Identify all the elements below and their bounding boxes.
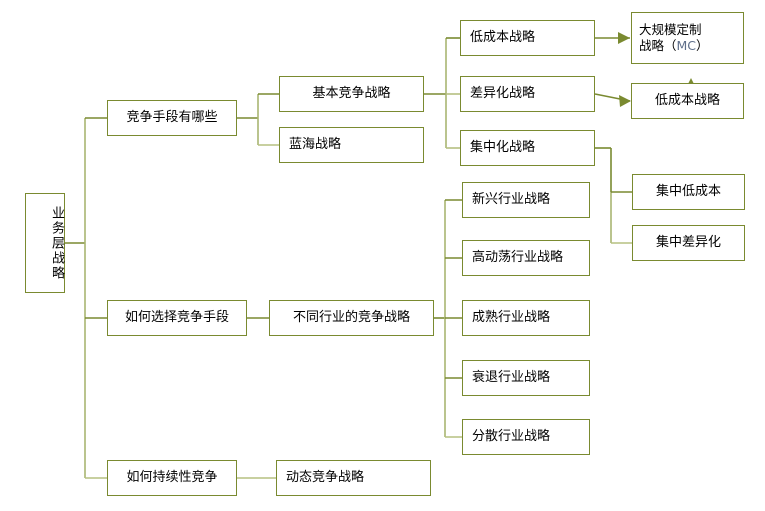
node-l4-focused-differentiation-label: 集中差异化 — [655, 234, 721, 250]
node-l2-basic-competitive-strategy-label: 基本竞争战略 — [312, 85, 391, 101]
node-l4-low-cost-strategy[interactable]: 低成本战略 — [631, 83, 744, 119]
mc-abbreviation: MC — [676, 38, 697, 53]
node-l1-sustained-competition[interactable]: 如何持续性竞争 — [107, 460, 237, 496]
node-l2-dynamic-competition-strategy-label: 动态竞争战略 — [286, 469, 365, 485]
node-l3-fragmented-industry[interactable]: 分散行业战略 — [462, 419, 590, 455]
node-l1-competition-means-label: 竞争手段有哪些 — [126, 109, 218, 125]
node-l3-differentiation-strategy[interactable]: 差异化战略 — [460, 76, 595, 112]
node-l1-competition-means[interactable]: 竞争手段有哪些 — [107, 100, 237, 136]
node-l2-blue-ocean-strategy-label: 蓝海战略 — [289, 136, 342, 152]
node-l4-focused-low-cost[interactable]: 集中低成本 — [632, 174, 745, 210]
node-l3-low-cost-strategy[interactable]: 低成本战略 — [460, 20, 595, 56]
node-l4-mass-customization[interactable]: 大规模定制战略（MC） — [631, 12, 744, 64]
node-root[interactable]: 业务层战略 — [25, 193, 65, 293]
node-l4-mass-customization-label: 大规模定制战略（MC） — [632, 22, 743, 53]
node-l4-low-cost-strategy-label: 低成本战略 — [654, 92, 720, 108]
node-l3-emerging-industry-label: 新兴行业战略 — [472, 191, 551, 207]
node-l2-basic-competitive-strategy[interactable]: 基本竞争战略 — [279, 76, 424, 112]
node-l3-declining-industry-label: 衰退行业战略 — [472, 369, 551, 385]
node-l3-turbulent-industry[interactable]: 高动荡行业战略 — [462, 240, 590, 276]
mc-line-2-suffix: ） — [696, 38, 709, 53]
node-l3-fragmented-industry-label: 分散行业战略 — [472, 428, 551, 444]
node-l3-differentiation-strategy-label: 差异化战略 — [470, 85, 536, 101]
node-l3-declining-industry[interactable]: 衰退行业战略 — [462, 360, 590, 396]
mc-line-1: 大规模定制 — [639, 22, 702, 38]
node-l3-turbulent-industry-label: 高动荡行业战略 — [472, 249, 564, 265]
node-l3-focus-strategy[interactable]: 集中化战略 — [460, 130, 595, 166]
node-l3-emerging-industry[interactable]: 新兴行业战略 — [462, 182, 590, 218]
node-l2-blue-ocean-strategy[interactable]: 蓝海战略 — [279, 127, 424, 163]
node-l2-industry-competitive-strategy-label: 不同行业的竞争战略 — [292, 309, 410, 325]
node-l4-focused-differentiation[interactable]: 集中差异化 — [632, 225, 745, 261]
node-l3-focus-strategy-label: 集中化战略 — [470, 139, 536, 155]
node-l3-low-cost-strategy-label: 低成本战略 — [470, 29, 536, 45]
node-l1-how-to-choose-label: 如何选择竞争手段 — [124, 309, 229, 325]
node-l4-focused-low-cost-label: 集中低成本 — [655, 183, 721, 199]
node-root-label: 业务层战略 — [49, 205, 64, 281]
node-l3-mature-industry[interactable]: 成熟行业战略 — [462, 300, 590, 336]
mc-line-2-prefix: 战略（ — [639, 38, 677, 53]
node-l1-how-to-choose[interactable]: 如何选择竞争手段 — [107, 300, 247, 336]
node-l1-sustained-competition-label: 如何持续性竞争 — [126, 469, 218, 485]
node-l2-industry-competitive-strategy[interactable]: 不同行业的竞争战略 — [269, 300, 434, 336]
node-l2-dynamic-competition-strategy[interactable]: 动态竞争战略 — [276, 460, 431, 496]
node-l3-mature-industry-label: 成熟行业战略 — [472, 309, 551, 325]
